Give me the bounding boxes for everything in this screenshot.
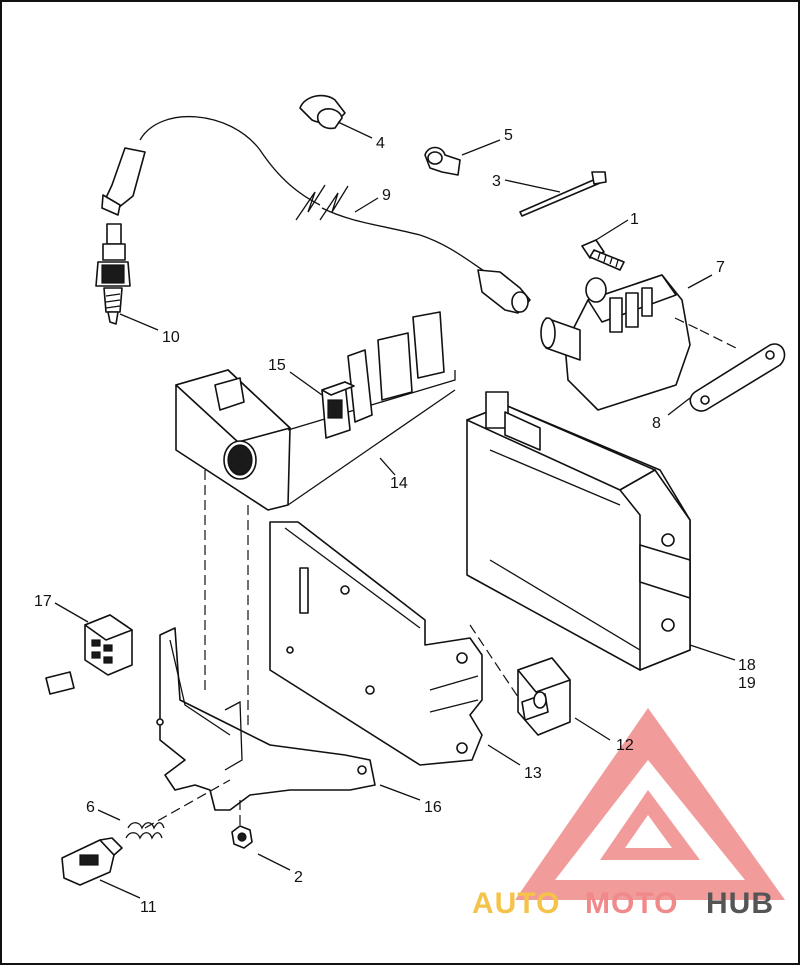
part-17-relay (45, 614, 133, 695)
alignment-lines (144, 470, 521, 830)
watermark-text: AUTO MOTO HUB (472, 887, 774, 920)
callout-7: 7 (716, 259, 725, 276)
callout-1: 1 (630, 211, 639, 228)
part-4-clip (299, 94, 346, 130)
callout-11: 11 (140, 899, 157, 916)
part-3-cable-tie (519, 171, 607, 217)
part-15-connector (321, 381, 355, 439)
watermark-part2: MOTO (585, 887, 678, 920)
callout-9: 9 (382, 187, 391, 204)
watermark-logo-icon (515, 708, 785, 900)
part-8-plate (689, 343, 786, 412)
callout-19: 19 (738, 675, 756, 692)
callout-4: 4 (376, 135, 385, 152)
callout-3: 3 (492, 173, 501, 190)
leader-lines (54, 121, 736, 899)
part-16-bracket (156, 627, 376, 811)
callout-labels: 1 2 3 4 5 6 7 8 9 10 11 12 13 14 15 16 1… (34, 127, 756, 916)
part-13-mounting-plate (269, 521, 483, 766)
callout-2: 2 (294, 869, 303, 886)
part-5-clamp (424, 146, 461, 176)
callout-5: 5 (504, 127, 513, 144)
callout-16: 16 (424, 799, 442, 816)
part-18-ecm (466, 391, 691, 671)
callout-17: 17 (34, 593, 52, 610)
part-12-mount (517, 657, 571, 736)
callout-6: 6 (86, 799, 95, 816)
callout-15: 15 (268, 357, 286, 374)
part-11-sensor (61, 837, 123, 886)
part-9-cable (101, 115, 531, 314)
watermark-part1: AUTO (472, 887, 560, 920)
watermark-part3: HUB (706, 887, 774, 920)
callout-14: 14 (390, 475, 408, 492)
part-1-bolt (581, 239, 625, 271)
callout-12: 12 (616, 737, 634, 754)
callout-10: 10 (162, 329, 180, 346)
part-10-spark-plug (95, 223, 131, 325)
callout-13: 13 (524, 765, 542, 782)
callout-18: 18 (738, 657, 756, 674)
part-14-module-box (175, 311, 456, 511)
part-6-spring (125, 822, 165, 840)
callout-8: 8 (652, 415, 661, 432)
part-7-ignition-coil (540, 274, 741, 411)
part-2-nut (231, 825, 253, 849)
